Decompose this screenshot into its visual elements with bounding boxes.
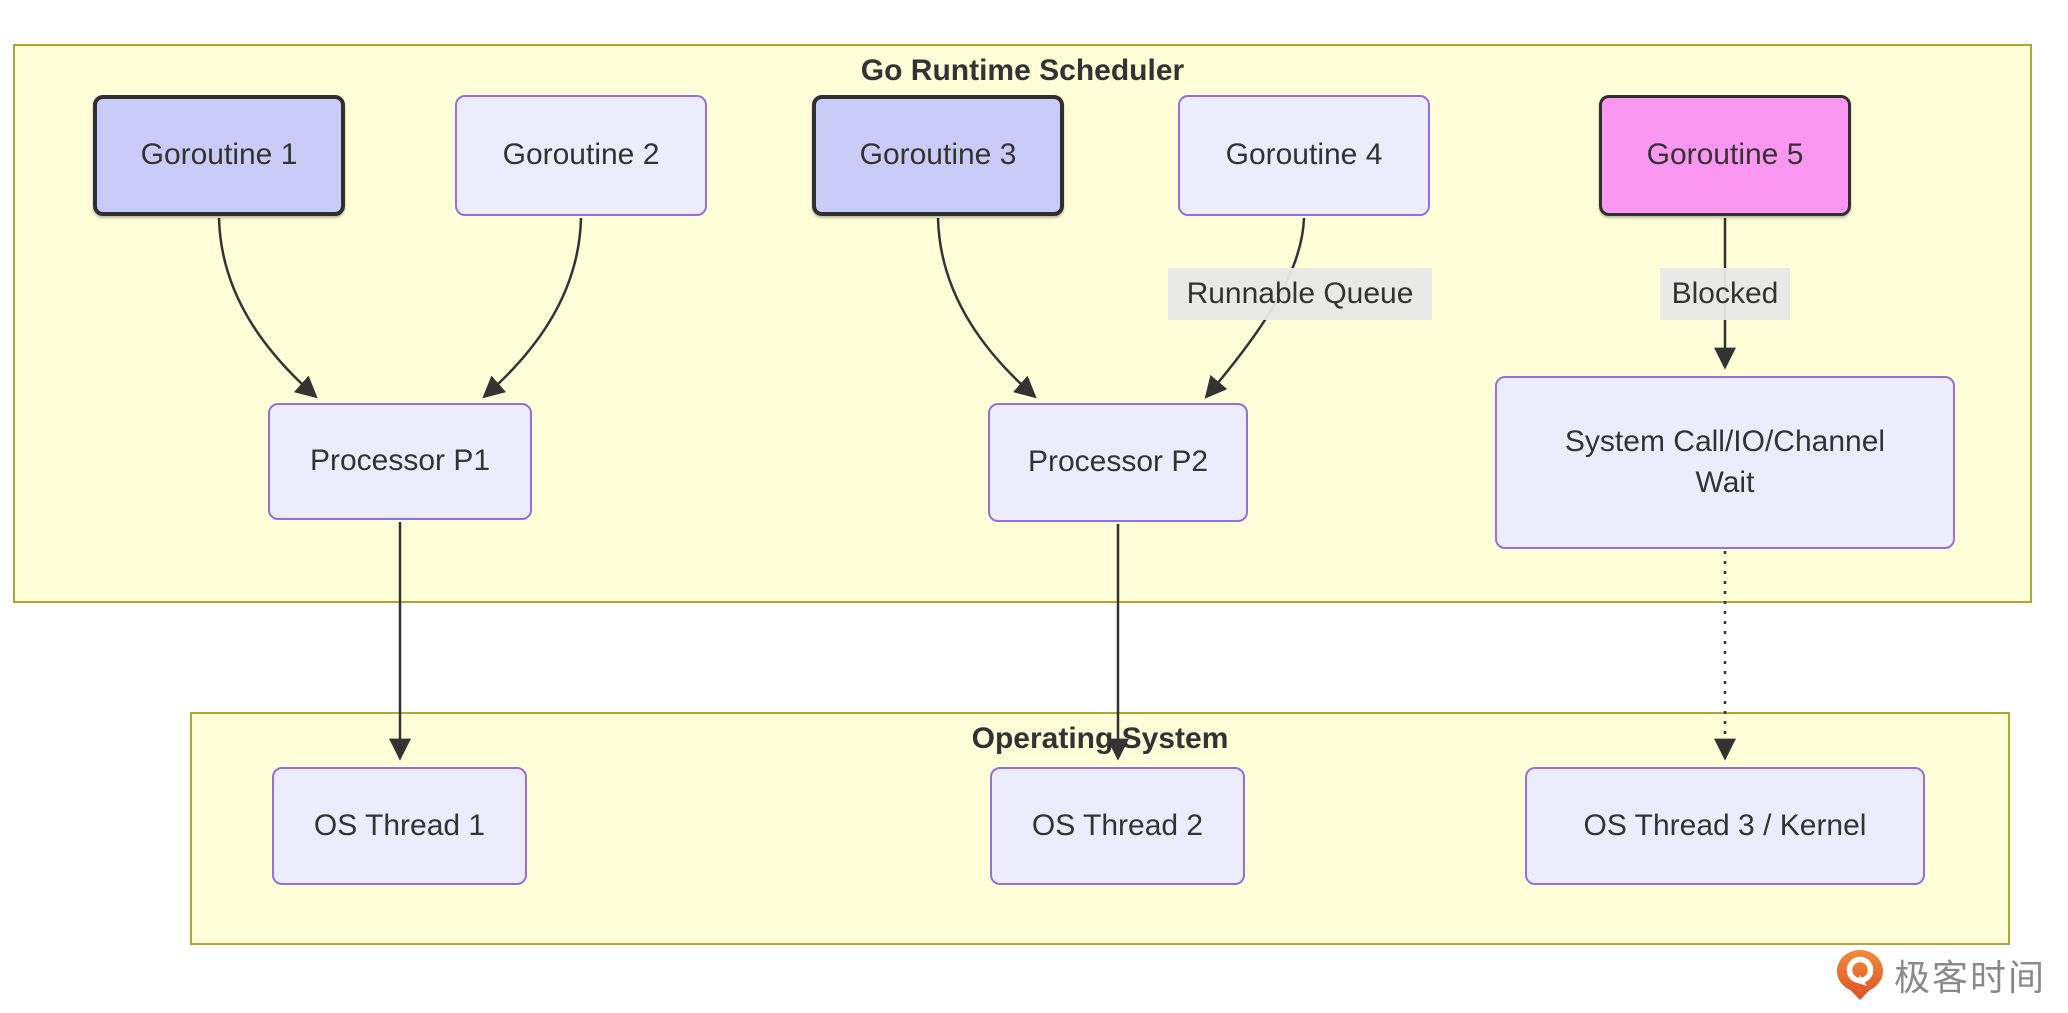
edge-goroutine2-to-p1 [482,217,583,399]
cluster-title-go-runtime-scheduler: Go Runtime Scheduler [860,54,1185,87]
node-processor-p2: Processor P2 [988,403,1248,522]
node-goroutine-5: Goroutine 5 [1599,95,1851,216]
edge-label-blocked: Blocked [1660,268,1790,320]
node-system-call-io-channel-wait: System Call/IO/Channel Wait [1495,376,1955,549]
node-label: OS Thread 2 [1031,808,1204,842]
node-goroutine-4: Goroutine 4 [1178,95,1430,216]
node-label: Processor P1 [309,444,491,478]
geektime-logo-icon [1836,950,1883,1000]
node-os-thread-3-kernel: OS Thread 3 / Kernel [1525,767,1925,885]
node-os-thread-1: OS Thread 1 [272,767,527,885]
node-os-thread-2: OS Thread 2 [990,767,1245,885]
node-label: Goroutine 1 [140,138,298,172]
node-label: System Call/IO/Channel Wait [1564,425,1886,499]
node-processor-p1: Processor P1 [268,403,532,520]
geektime-logo-text: 极客时间 [1893,957,2046,998]
node-label: Goroutine 3 [859,138,1017,172]
node-label: Goroutine 4 [1225,138,1383,172]
node-label: Goroutine 5 [1646,138,1804,172]
node-label: OS Thread 3 / Kernel [1583,808,1867,842]
node-label: Processor P2 [1027,445,1209,479]
node-label: OS Thread 1 [313,808,486,842]
edge-label-text: Runnable Queue [1186,277,1414,310]
cluster-title-operating-system: Operating System [971,722,1229,755]
node-goroutine-2: Goroutine 2 [455,95,707,216]
geektime-watermark: 极客时间 [1836,949,2046,1001]
edge-goroutine3-to-p2 [936,217,1037,399]
node-label: Goroutine 2 [502,138,660,172]
edge-label-runnable-queue: Runnable Queue [1168,268,1432,320]
edge-goroutine1-to-p1 [217,217,318,399]
node-goroutine-3: Goroutine 3 [812,95,1064,216]
edge-label-text: Blocked [1671,277,1779,310]
node-goroutine-1: Goroutine 1 [93,95,345,216]
